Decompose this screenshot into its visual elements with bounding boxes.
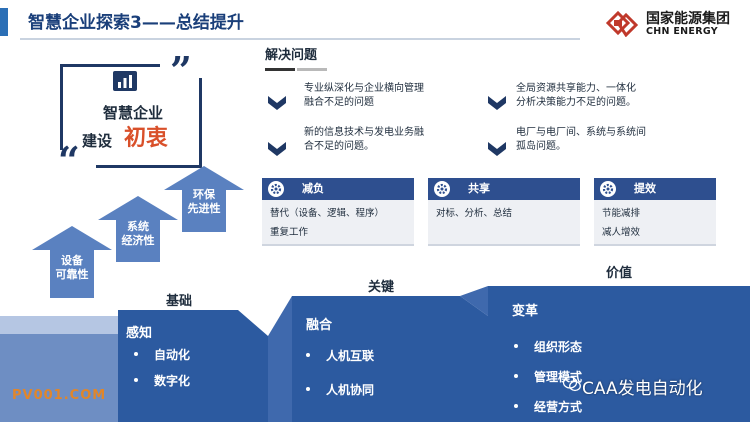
- chevron-down-icon: [268, 96, 286, 110]
- category-body: 替代（设备、逻辑、程序） 重复工作: [262, 200, 414, 246]
- band-item: 数字化: [134, 372, 190, 389]
- watermark-right: CAA发电自动化: [582, 379, 703, 399]
- category-body: 对标、分析、总结: [428, 200, 580, 246]
- chevron-down-icon: [268, 142, 286, 156]
- band-title-transformation: 变革: [512, 304, 539, 319]
- card-line2-highlight: 初衷: [124, 126, 169, 151]
- arrow-label-line1: 设备: [61, 254, 83, 267]
- bar-chart-icon: [113, 71, 137, 91]
- category-header: 共享: [428, 178, 580, 200]
- layer-bands: [0, 286, 750, 422]
- wechat-icon: [563, 376, 581, 392]
- band-item: 自动化: [134, 346, 190, 363]
- header-accent-bar: [0, 8, 8, 36]
- problem-item: 新的信息技术与发电业务融合不足的问题。: [304, 127, 424, 152]
- header-divider: [20, 38, 580, 40]
- band-item: 组织形态: [514, 338, 582, 355]
- category-panel-share: 共享 对标、分析、总结: [428, 178, 580, 246]
- open-quote-icon: “: [58, 138, 80, 183]
- arrow-system-economy: 系统 经济性: [98, 196, 178, 262]
- arrow-label-line1: 系统: [127, 220, 149, 233]
- title-underline-light: [297, 68, 327, 71]
- category-panel-efficiency: 提效 节能减排 减人增效: [594, 178, 716, 246]
- arrow-label-line1: 环保: [193, 188, 215, 201]
- layer-label-base: 基础: [166, 294, 193, 309]
- problems-title: 解决问题: [265, 48, 318, 63]
- close-quote-icon: ”: [170, 48, 192, 93]
- band-item: 管理模式: [514, 368, 582, 385]
- layer-label-key: 关键: [368, 280, 395, 295]
- category-body: 节能减排 减人增效: [594, 200, 716, 246]
- intent-card-frame: [60, 64, 202, 168]
- layer-label-value: 价值: [606, 266, 633, 281]
- band-title-fusion: 融合: [306, 318, 333, 333]
- problem-item: 专业纵深化与企业横向管理融合不足的问题: [304, 83, 424, 108]
- arrow-environmental-advancement: 环保 先进性: [164, 166, 244, 232]
- band-item: 人机互联: [306, 347, 374, 364]
- chevron-down-icon: [488, 142, 506, 156]
- card-line2-prefix: 建设: [82, 132, 113, 150]
- category-panel-reduce: 减负 替代（设备、逻辑、程序） 重复工作: [262, 178, 414, 246]
- logo-text-cn: 国家能源集团: [646, 11, 730, 27]
- category-header: 减负: [262, 178, 414, 200]
- band-item: 人机协同: [306, 381, 374, 398]
- watermark-left: PV001.COM: [12, 388, 107, 403]
- band-title-perception: 感知: [126, 326, 153, 341]
- chn-energy-logo-icon: [605, 10, 639, 37]
- arrow-label-line2: 先进性: [187, 202, 221, 215]
- card-line1: 智慧企业: [102, 104, 163, 122]
- problem-item: 全局资源共享能力、一体化分析决策能力不足的问题。: [516, 83, 636, 108]
- title-underline: [265, 68, 295, 71]
- arrow-equipment-reliability: 设备 可靠性: [32, 226, 112, 298]
- category-header: 提效: [594, 178, 716, 200]
- problem-item: 电厂与电厂间、系统与系统间孤岛问题。: [516, 127, 646, 152]
- band-item: 经营方式: [514, 398, 582, 415]
- arrow-label-line2: 可靠性: [55, 268, 89, 281]
- logo-text-en: CHN ENERGY: [646, 26, 718, 37]
- page-title: 智慧企业探索3——总结提升: [28, 13, 244, 33]
- chevron-down-icon: [488, 96, 506, 110]
- arrow-label-line2: 经济性: [121, 234, 155, 247]
